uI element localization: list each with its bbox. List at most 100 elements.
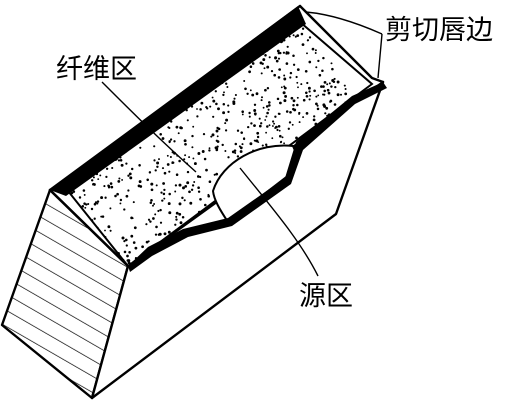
speckle-dot [145,223,148,226]
speckle-dot [309,94,312,97]
speckle-dot [120,163,124,167]
speckle-dot [289,76,292,79]
speckle-dot [260,96,264,99]
speckle-dot [158,158,160,161]
speckle-dot [283,77,287,81]
speckle-dot [274,57,277,60]
speckle-dot [279,134,282,138]
speckle-dot [82,189,86,192]
speckle-dot [277,57,281,60]
speckle-dot [331,67,334,71]
speckle-dot [240,131,243,134]
speckle-dot [167,126,170,129]
speckle-dot [193,181,196,183]
speckle-dot [248,70,251,74]
speckle-dot [265,105,269,108]
speckle-dot [255,92,259,96]
speckle-dot [104,229,106,232]
speckle-dot [193,162,197,166]
speckle-dot [146,178,149,182]
speckle-dot [249,65,253,68]
speckle-dot [138,180,142,184]
speckle-dot [93,217,96,220]
speckle-dot [192,157,195,160]
speckle-dot [197,152,201,155]
speckle-dot [251,93,255,97]
speckle-dot [121,178,124,181]
speckle-dot [175,125,179,129]
specimen-edges [48,4,385,268]
speckle-dot [224,129,228,132]
speckle-dot [191,184,195,187]
speckle-dot [315,66,318,69]
speckle-dot [191,134,194,138]
speckle-dot [159,221,163,224]
speckle-dot [296,68,300,71]
speckle-dot [169,155,172,159]
speckle-dot [264,119,267,121]
speckle-dot [277,124,281,128]
speckle-dot [215,102,218,106]
speckle-dot [243,137,246,140]
speckle-dot [296,96,299,99]
speckle-dot [244,87,247,91]
speckle-dot [101,215,105,218]
speckle-dot [199,197,202,201]
speckle-dot [276,128,279,132]
speckle-dot [157,209,160,213]
speckle-dot [196,115,199,118]
speckle-dot [308,90,311,93]
speckle-dot [83,202,86,205]
speckle-dot [208,149,211,152]
speckle-dot [279,141,282,144]
speckle-dot [225,118,229,122]
speckle-dot [243,80,246,82]
label-shear-lip: 剪切唇边 [385,15,493,46]
speckle-dot [173,140,176,143]
speckle-dot [266,65,270,69]
speckle-dot [276,97,280,101]
speckle-dot [288,121,292,124]
speckle-dot [221,143,224,147]
speckle-dot [154,169,157,172]
speckle-dot [323,89,326,93]
speckle-dot [314,49,317,52]
speckle-dot [264,88,267,92]
speckle-dot [150,182,154,186]
speckle-dot [188,190,191,194]
speckle-dot [311,47,315,51]
speckle-dot [260,99,263,102]
speckle-dot [84,206,87,209]
speckle-dot [107,186,111,189]
speckle-dot [226,86,229,88]
speckle-dot [268,124,271,127]
speckle-dot [208,147,211,150]
speckle-dot [167,230,171,234]
speckle-dot [215,172,219,176]
speckle-dot [166,154,169,157]
speckle-dot [306,52,308,55]
speckle-dot [163,188,166,192]
speckle-dot [294,35,297,38]
speckle-dot [231,150,235,154]
speckle-dot [306,81,309,85]
speckle-dot [320,85,323,88]
speckle-dot [279,51,282,55]
speckle-dot [304,69,308,73]
speckle-dot [182,186,185,190]
speckle-dot [283,142,286,145]
speckle-dot [300,32,304,36]
speckle-dot [181,196,184,200]
speckle-dot [260,122,263,125]
speckle-dot [138,164,141,167]
speckle-dot [336,93,340,97]
speckle-dot [92,176,95,179]
speckle-dot [343,84,346,87]
speckle-dot [283,85,286,88]
speckle-dot [260,72,263,75]
speckle-dot [305,94,309,98]
speckle-dot [316,104,319,107]
speckle-dot [256,135,260,139]
speckle-dot [175,215,178,218]
